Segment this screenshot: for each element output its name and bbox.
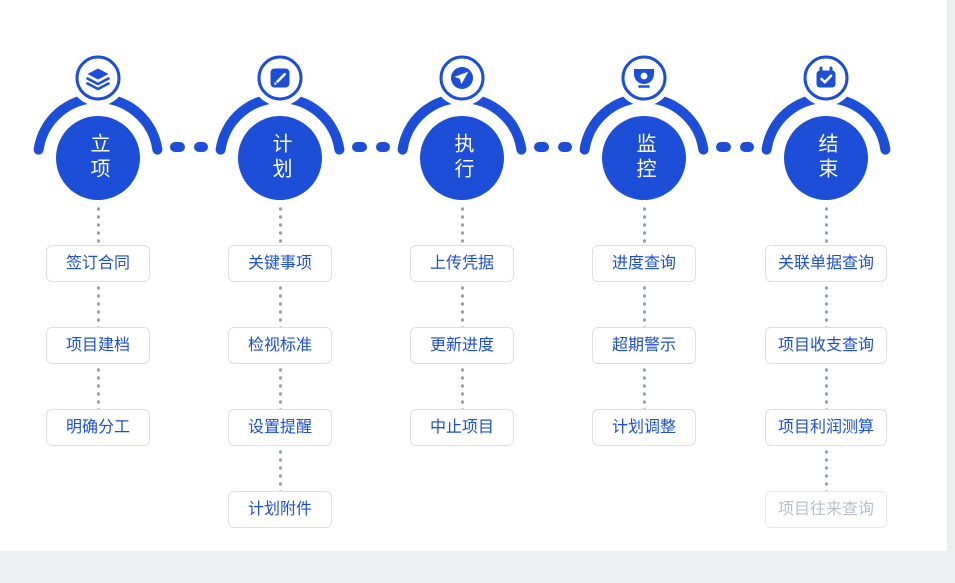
monitor-camera-icon [634,69,654,88]
stage-graphic [33,53,163,200]
dotted-connector [824,282,828,327]
project-process-diagram: 立项 签订合同 项目建档 明确分工 [0,0,947,551]
flow-step[interactable]: 关联单据查询 [764,245,887,282]
flow-step[interactable]: 中止项目 [410,409,514,446]
stage-connector-dash [534,142,572,152]
stage-graphic [761,53,891,200]
edit-note-icon [270,68,290,88]
dotted-connector [278,364,282,409]
dotted-connector [824,203,828,245]
flow-step[interactable]: 项目利润测算 [764,409,887,446]
flow-step[interactable]: 超期警示 [592,327,696,364]
dotted-connector [96,282,100,327]
stage-column-execution: 执行 上传凭据 更新进度 中止项目 [371,53,553,528]
flow-step[interactable]: 计划调整 [592,409,696,446]
stage-graphic [579,53,709,200]
stage-graphic [397,53,527,200]
flow-step[interactable]: 计划附件 [228,491,332,528]
stage-node-closing[interactable]: 结束 [756,53,896,203]
stage-column-planning: 计划 关键事项 检视标准 设置提醒 计划附件 [189,53,371,528]
flow-step[interactable]: 设置提醒 [228,409,332,446]
dotted-connector [642,203,646,245]
stage-node-planning[interactable]: 计划 [210,53,350,203]
layers-icon [86,68,110,91]
dotted-connector [642,364,646,409]
flow-step-disabled: 项目往来查询 [764,491,887,528]
dotted-connector [278,446,282,491]
stages-row: 立项 签订合同 项目建档 明确分工 [7,53,917,528]
flow-step[interactable]: 检视标准 [228,327,332,364]
dotted-connector [642,282,646,327]
dotted-connector [460,203,464,245]
dotted-connector [460,282,464,327]
flow-step[interactable]: 签订合同 [46,245,150,282]
send-icon [451,67,473,89]
calendar-check-icon [816,66,836,88]
flow-step[interactable]: 更新进度 [410,327,514,364]
flow-step[interactable]: 明确分工 [46,409,150,446]
flow-step[interactable]: 项目收支查询 [764,327,887,364]
dotted-connector [278,282,282,327]
stage-connector-dash [352,142,390,152]
stage-column-initiation: 立项 签订合同 项目建档 明确分工 [7,53,189,528]
stage-graphic [215,53,345,200]
dotted-connector [460,364,464,409]
stage-column-monitoring: 监控 进度查询 超期警示 计划调整 [553,53,735,528]
stage-column-closing: 结束 关联单据查询 项目收支查询 项目利润测算 项目往来查询 [735,53,917,528]
flow-step[interactable]: 上传凭据 [410,245,514,282]
stage-connector-dash [170,142,208,152]
dotted-connector [824,364,828,409]
stage-node-monitoring[interactable]: 监控 [574,53,714,203]
stage-node-execution[interactable]: 执行 [392,53,532,203]
dotted-connector [824,446,828,491]
flow-step[interactable]: 关键事项 [228,245,332,282]
stage-connector-dash [716,142,754,152]
dotted-connector [278,203,282,245]
flow-step[interactable]: 项目建档 [46,327,150,364]
flow-step[interactable]: 进度查询 [592,245,696,282]
dotted-connector [96,203,100,245]
stage-node-initiation[interactable]: 立项 [28,53,168,203]
dotted-connector [96,364,100,409]
